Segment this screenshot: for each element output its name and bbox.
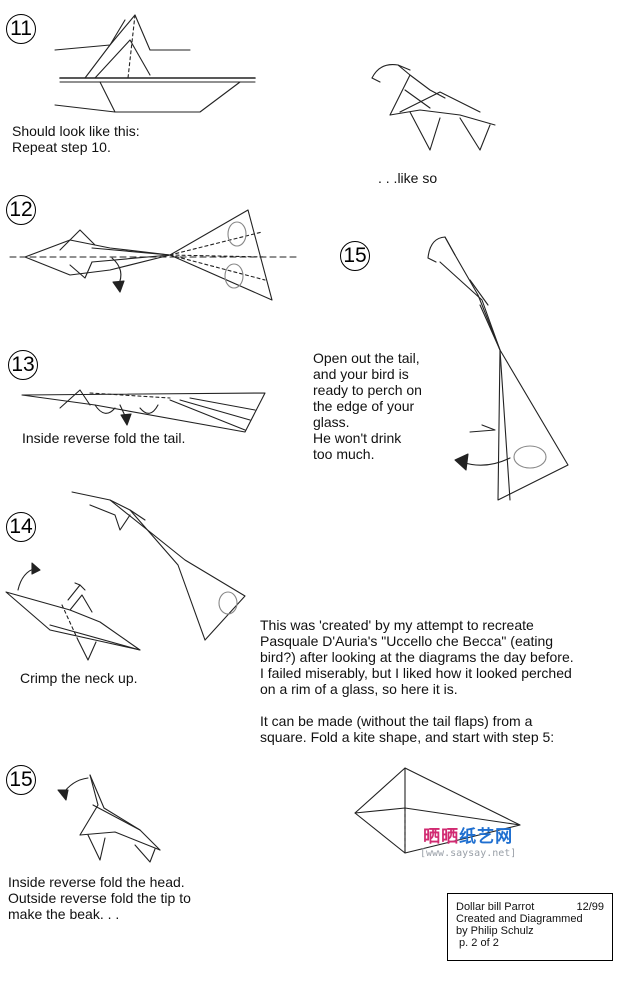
step14-diagram xyxy=(5,491,246,661)
step15-tall-bird-diagram xyxy=(427,236,569,501)
step12-diagram xyxy=(9,209,301,301)
caption-step13: Inside reverse fold the tail. xyxy=(22,430,186,446)
caption-step14: Crimp the neck up. xyxy=(20,670,138,686)
step-number-15-tail: 15 xyxy=(340,241,370,271)
watermark-url: [www.saysay.net] xyxy=(420,848,517,859)
notes-origin: This was 'created' by my attempt to recr… xyxy=(260,617,574,697)
credit-box: Dollar bill Parrot 12/99 Created and Dia… xyxy=(447,893,613,961)
like-so-bird-diagram xyxy=(371,63,496,151)
caption-step15-head: Inside reverse fold the head. Outside re… xyxy=(8,874,191,922)
step11-diagram xyxy=(54,14,256,113)
step-number-14: 14 xyxy=(6,512,36,542)
caption-step15-tail: Open out the tail, and your bird is read… xyxy=(313,350,422,462)
step-number-13: 13 xyxy=(8,350,38,380)
credit-date: 12/99 xyxy=(576,901,604,913)
credit-title: Dollar bill Parrot xyxy=(456,901,535,913)
caption-step11: Should look like this: Repeat step 10. xyxy=(12,123,140,155)
step15-small-bird-diagram xyxy=(57,774,161,863)
caption-like-so: . . .like so xyxy=(378,170,438,186)
kite-diagram xyxy=(354,767,521,854)
watermark-logo: 晒晒纸艺网 [www.saysay.net] xyxy=(420,822,516,859)
step-number-15-head: 15 xyxy=(6,765,36,795)
credit-line3: by Philip Schulz xyxy=(456,925,534,937)
notes-kite: It can be made (without the tail flaps) … xyxy=(260,713,555,745)
step-number-12: 12 xyxy=(6,195,36,225)
step-number-11: 11 xyxy=(6,14,36,44)
watermark-logo-text: 晒晒纸艺网 xyxy=(423,827,514,847)
step13-diagram xyxy=(21,389,266,433)
credit-line2: Created and Diagrammed xyxy=(456,913,583,925)
credit-page: p. 2 of 2 xyxy=(456,937,499,949)
